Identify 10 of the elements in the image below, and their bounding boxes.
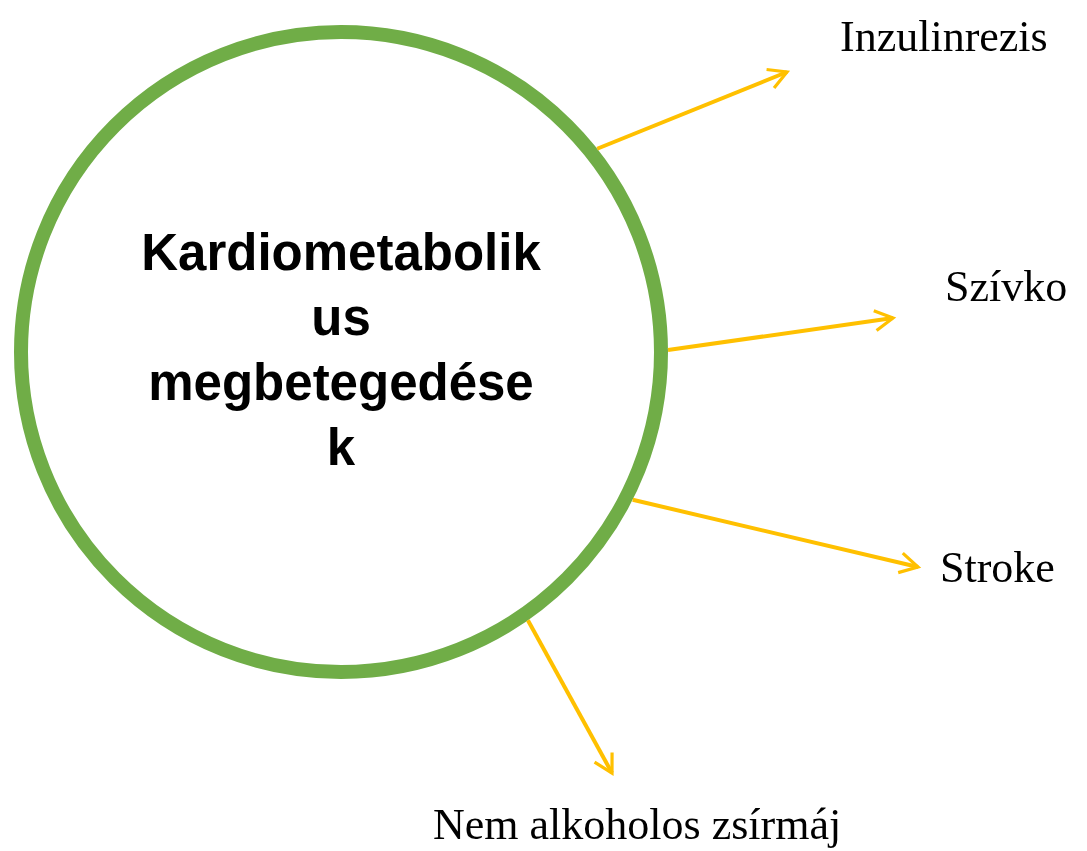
outcome-label: Stroke: [940, 543, 1055, 593]
outcome-label: Nem alkoholos zsírmáj: [433, 800, 842, 850]
arrow: [596, 67, 789, 151]
outcome-label: Szívko: [945, 262, 1068, 312]
arrow: [667, 309, 895, 353]
outcome-label: Inzulinrezis: [840, 12, 1048, 62]
arrow: [526, 619, 614, 775]
circle-node: [13, 24, 669, 680]
circle-title: Kardiometabolikus megbetegedések: [140, 222, 542, 478]
arrow: [632, 497, 920, 575]
